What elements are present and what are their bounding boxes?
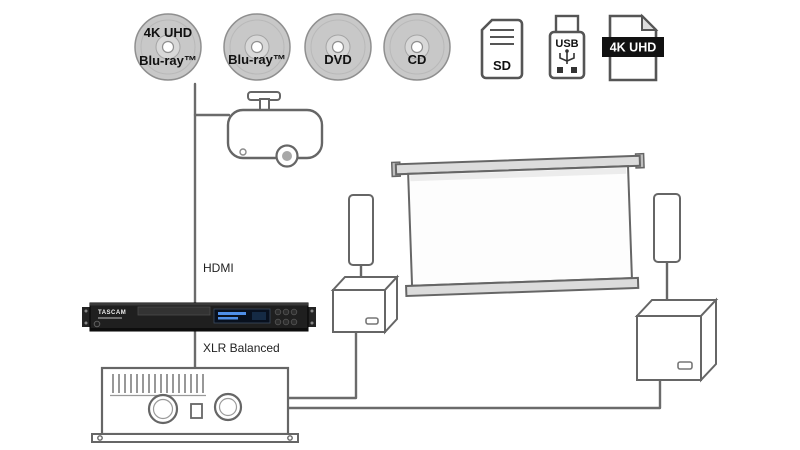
- projection-screen: [390, 152, 645, 298]
- disc-dvd-text: DVD: [324, 52, 351, 67]
- sd-card-icon: SD: [480, 18, 524, 80]
- speaker-cable-right: [286, 379, 662, 410]
- player-disc-tray: [137, 306, 211, 316]
- disc-4k-uhd-text: 4K UHD: [144, 25, 192, 40]
- player-model-marking: [98, 317, 122, 319]
- amplifier-base-bar: [91, 433, 299, 443]
- player-rack-ear-right: [308, 307, 316, 327]
- disc-hole: [410, 40, 424, 54]
- amplifier: [91, 366, 299, 443]
- right-subwoofer-port: [677, 361, 693, 370]
- projector-lens-inner: [282, 151, 292, 161]
- xlr-balanced-label: XLR Balanced: [203, 341, 280, 355]
- left-speaker-tower: [348, 194, 374, 266]
- disc-4k-uhd-bluray-icon: 4K UHD Blu-ray™: [134, 13, 202, 81]
- player-brand-text: TASCAM: [98, 310, 126, 316]
- file-4k-uhd-icon: 4K UHD: [602, 13, 664, 82]
- usb-contact-right: [571, 67, 577, 73]
- amplifier-heatsink-fins: [112, 374, 204, 393]
- sd-text: SD: [493, 58, 511, 73]
- media-row: 4K UHD Blu-ray™ Blu-ray™ DVD CD: [134, 13, 664, 82]
- disc-hole: [331, 40, 345, 54]
- left-subwoofer-front: [332, 289, 386, 333]
- disc-bluray-text: Blu-ray™: [228, 52, 286, 67]
- projector-body: [226, 108, 324, 160]
- left-speaker: [330, 194, 400, 335]
- projector: [226, 91, 324, 168]
- usb-trident-glyph: [559, 49, 575, 64]
- player-power-button: [93, 320, 101, 328]
- usb-drive-icon: USB: [548, 14, 586, 80]
- disc-bluray-icon: Blu-ray™: [223, 13, 291, 81]
- usb-text: USB: [555, 38, 578, 50]
- screen-surface: [407, 165, 633, 287]
- screen-top-shadow: [410, 167, 627, 182]
- hdmi-label: HDMI: [203, 261, 234, 275]
- right-subwoofer-front: [636, 315, 702, 381]
- disc-4k-bluray-text: Blu-ray™: [139, 53, 197, 68]
- right-speaker-tower: [653, 193, 681, 263]
- projector-foot: [239, 148, 247, 156]
- player-rack-ear-left: [82, 307, 90, 327]
- right-speaker: [634, 193, 719, 383]
- disc-hole: [250, 40, 264, 54]
- disc-dvd-icon: DVD: [304, 13, 372, 81]
- speaker-cable-left: [286, 331, 358, 400]
- amplifier-knob-right: [213, 392, 243, 422]
- amplifier-power-switch: [190, 403, 203, 419]
- disc-cd-text: CD: [408, 52, 427, 67]
- file-banner: [602, 37, 664, 57]
- screen-weight-bar: [405, 276, 640, 298]
- amplifier-screw-right: [287, 435, 293, 441]
- amplifier-screw-left: [97, 435, 103, 441]
- cables: [193, 82, 662, 410]
- disc-cd-icon: CD: [383, 13, 451, 81]
- usb-contact-left: [557, 67, 563, 73]
- player-buttons: [274, 308, 298, 326]
- left-subwoofer-port: [365, 317, 379, 325]
- disc-hole: [161, 40, 175, 54]
- amplifier-body: [100, 366, 290, 436]
- bluray-player: TASCAM: [82, 302, 316, 332]
- file-4k-uhd-text: 4K UHD: [610, 41, 657, 55]
